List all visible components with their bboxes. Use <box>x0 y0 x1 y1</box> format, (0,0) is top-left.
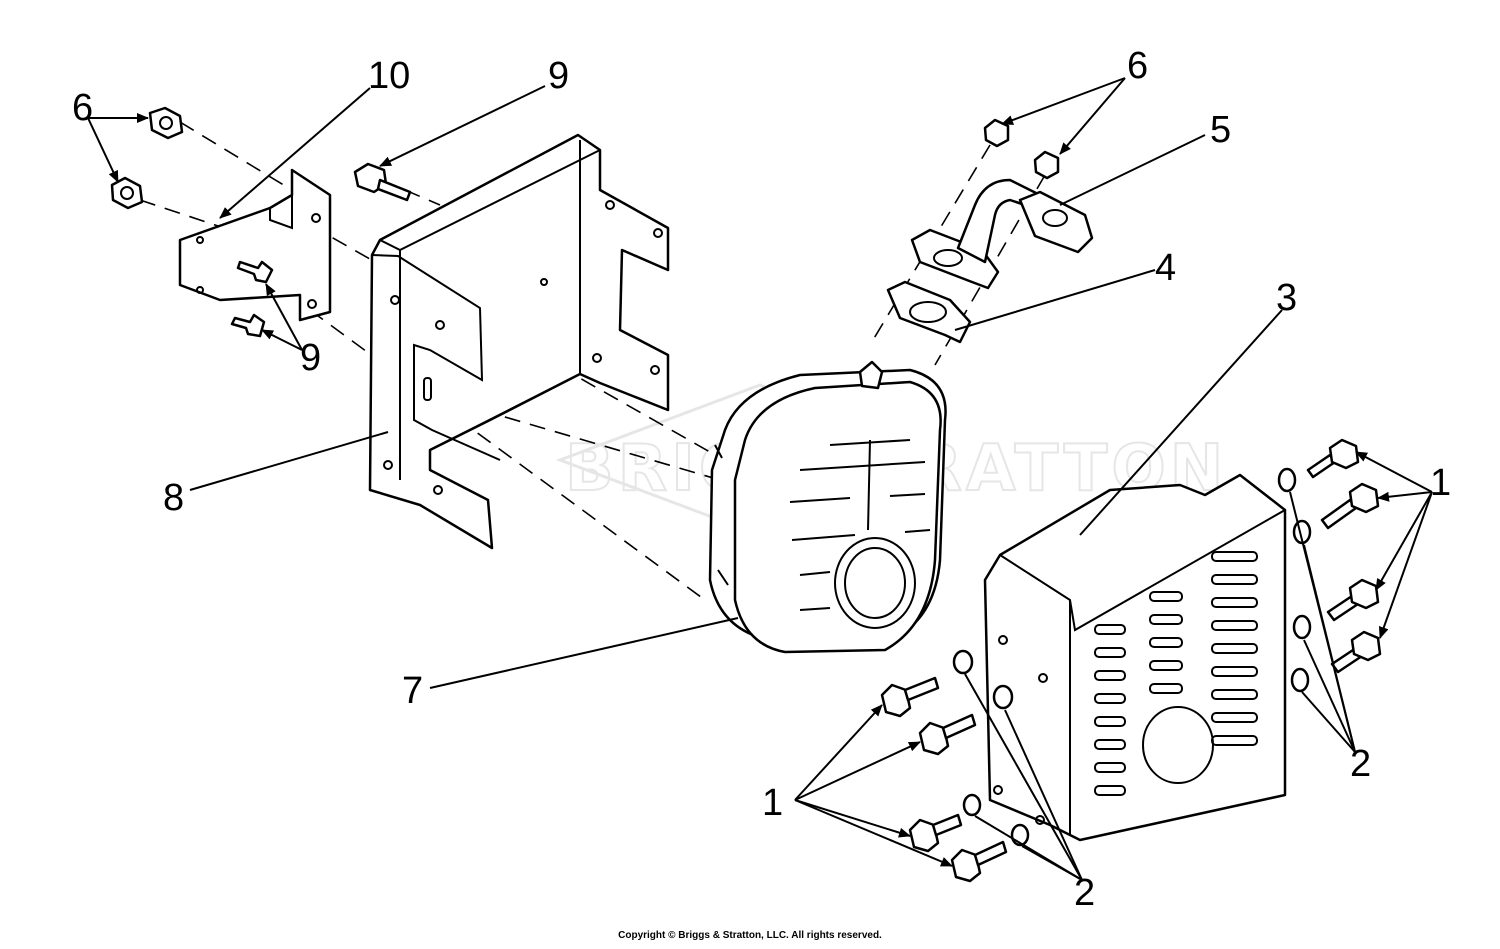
leader-lines <box>87 77 1433 881</box>
guard-vent-slots <box>1094 551 1258 796</box>
callout-2-right: 2 <box>1350 743 1371 785</box>
callout-10: 10 <box>368 55 410 97</box>
part-9-screw-top <box>353 162 412 202</box>
callout-7: 7 <box>402 670 423 712</box>
callout-3: 3 <box>1276 277 1297 319</box>
part-5-exhaust-pipe <box>910 178 1094 290</box>
callout-5: 5 <box>1210 109 1231 151</box>
part-6-nuts-right <box>983 118 1060 180</box>
callout-4: 4 <box>1155 247 1176 289</box>
callout-9-top: 9 <box>548 55 569 97</box>
part-9-screws-bracket <box>230 260 274 338</box>
callout-8: 8 <box>163 477 184 519</box>
part-7-muffler <box>708 360 947 654</box>
callout-labels: 10 6 9 9 8 7 6 5 4 3 1 2 1 2 <box>72 45 1451 914</box>
callout-1-left: 1 <box>762 782 783 824</box>
callout-2-bottom: 2 <box>1074 872 1095 914</box>
callout-1-right: 1 <box>1430 462 1451 504</box>
part-10-bracket <box>178 168 332 322</box>
part-4-gasket <box>886 280 972 344</box>
part-1-bolts <box>880 438 1382 883</box>
callout-9-bracket: 9 <box>300 337 321 379</box>
callout-6-right: 6 <box>1127 45 1148 87</box>
part-6-nuts-left <box>110 106 184 210</box>
copyright-notice: Copyright © Briggs & Stratton, LLC. All … <box>618 930 882 941</box>
part-3-muffler-guard <box>983 473 1287 842</box>
callout-6-left: 6 <box>72 87 93 129</box>
part-8-muffler-bracket <box>368 133 670 550</box>
